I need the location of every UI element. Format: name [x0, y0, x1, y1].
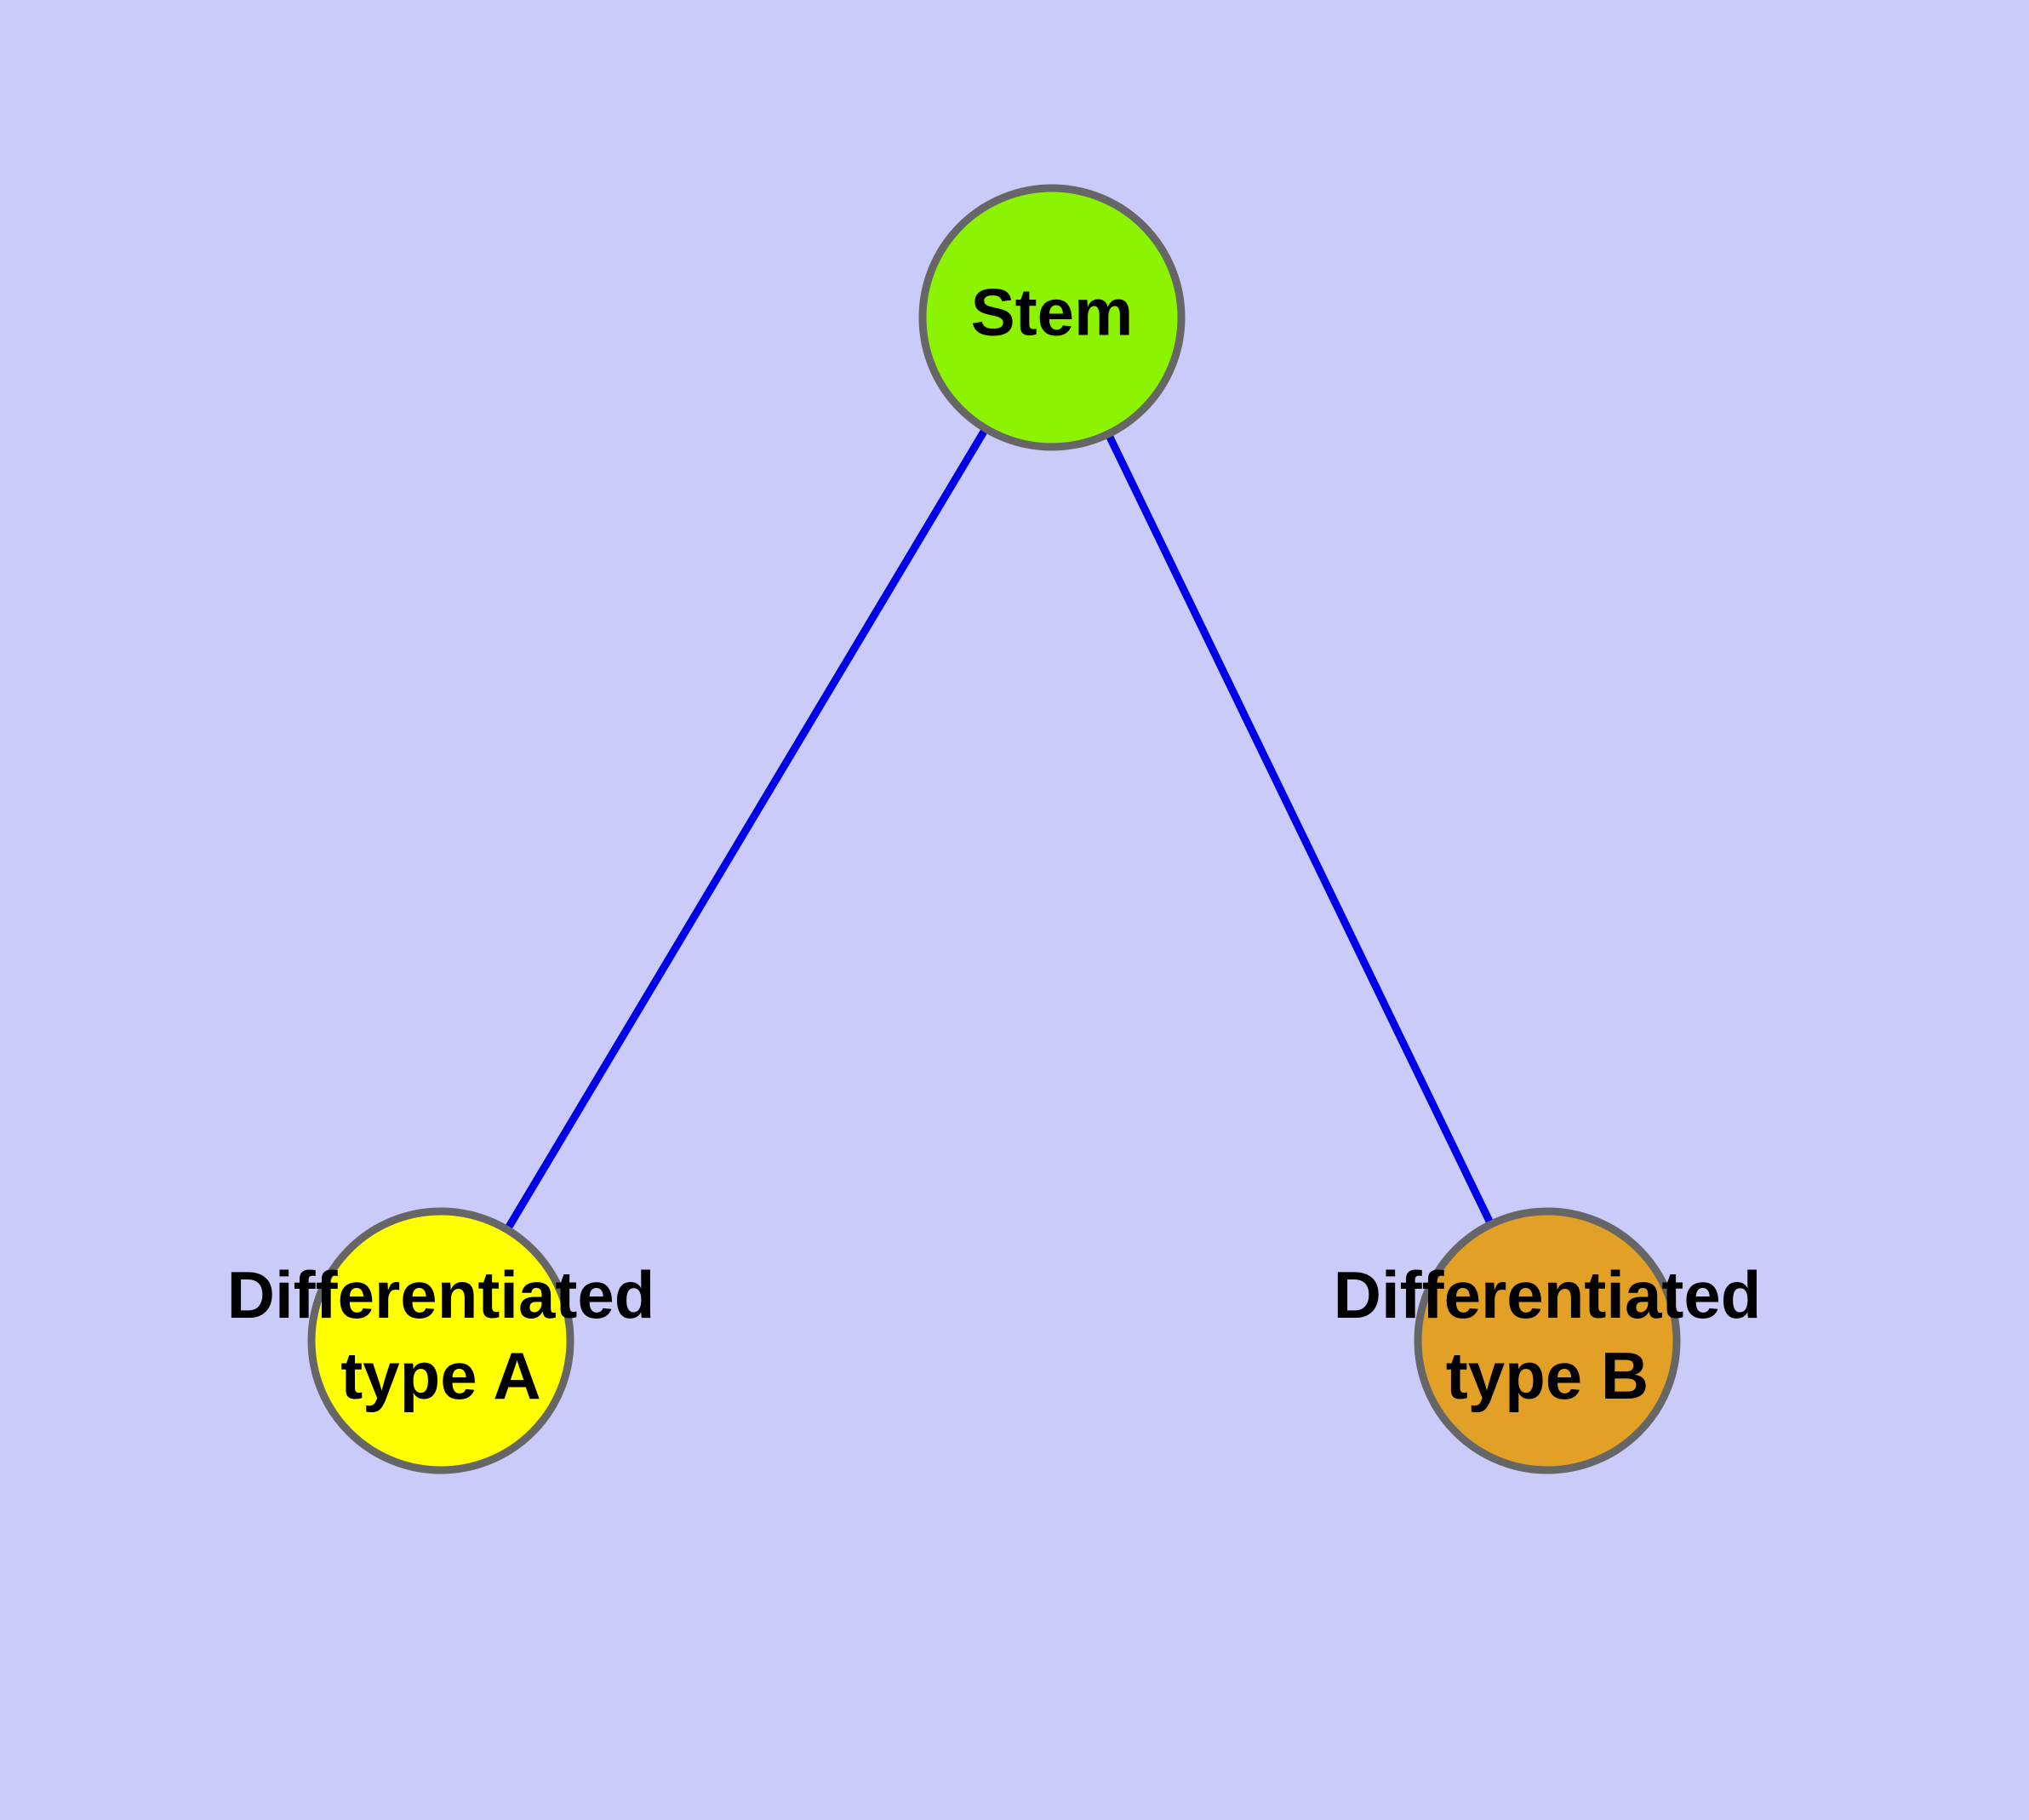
node-label-diff_b-line-2: type B	[1446, 1338, 1649, 1413]
node-stem[interactable]: Stem	[918, 184, 1186, 451]
node-label-diff_b-line-1: Differentiated	[1334, 1257, 1762, 1332]
node-label-diff_a-line-2: type A	[340, 1338, 541, 1413]
edge-stem-to-a	[437, 315, 1055, 1343]
node-circle-stem[interactable]	[918, 184, 1186, 451]
edge-stem-to-b	[1048, 316, 1552, 1342]
edges-layer	[437, 315, 1552, 1343]
node-circle-diff_a[interactable]	[307, 1207, 574, 1474]
node-circle-diff_b[interactable]	[1414, 1207, 1681, 1474]
node-label-diff_a-line-1: Differentiated	[227, 1257, 655, 1332]
node-label-stem: Stem	[971, 275, 1134, 350]
